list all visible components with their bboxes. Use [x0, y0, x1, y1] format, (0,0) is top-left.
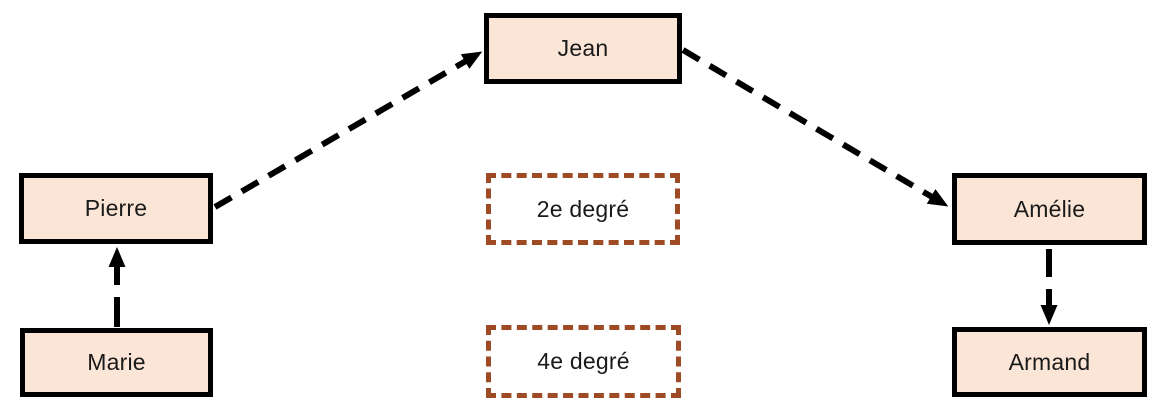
- node-marie: Marie: [20, 328, 213, 397]
- node-amelie: Amélie: [952, 173, 1147, 245]
- node-pierre: Pierre: [19, 173, 213, 244]
- legend-4e-degre-label: 4e degré: [537, 348, 630, 374]
- edge-pierre-jean-arrow: [213, 51, 483, 210]
- node-pierre-label: Pierre: [84, 195, 148, 221]
- edge-jean-amelie-arrow: [681, 47, 949, 207]
- node-marie-label: Marie: [87, 349, 146, 375]
- node-amelie-label: Amélie: [1013, 195, 1086, 222]
- node-jean-label: Jean: [557, 35, 609, 61]
- legend-2e-degre: 2e degré: [486, 173, 680, 245]
- node-armand-label: Armand: [1008, 348, 1091, 375]
- legend-2e-degre-label: 2e degré: [536, 195, 630, 222]
- node-jean: Jean: [484, 13, 682, 84]
- legend-4e-degre: 4e degré: [486, 325, 681, 398]
- node-armand: Armand: [952, 327, 1147, 397]
